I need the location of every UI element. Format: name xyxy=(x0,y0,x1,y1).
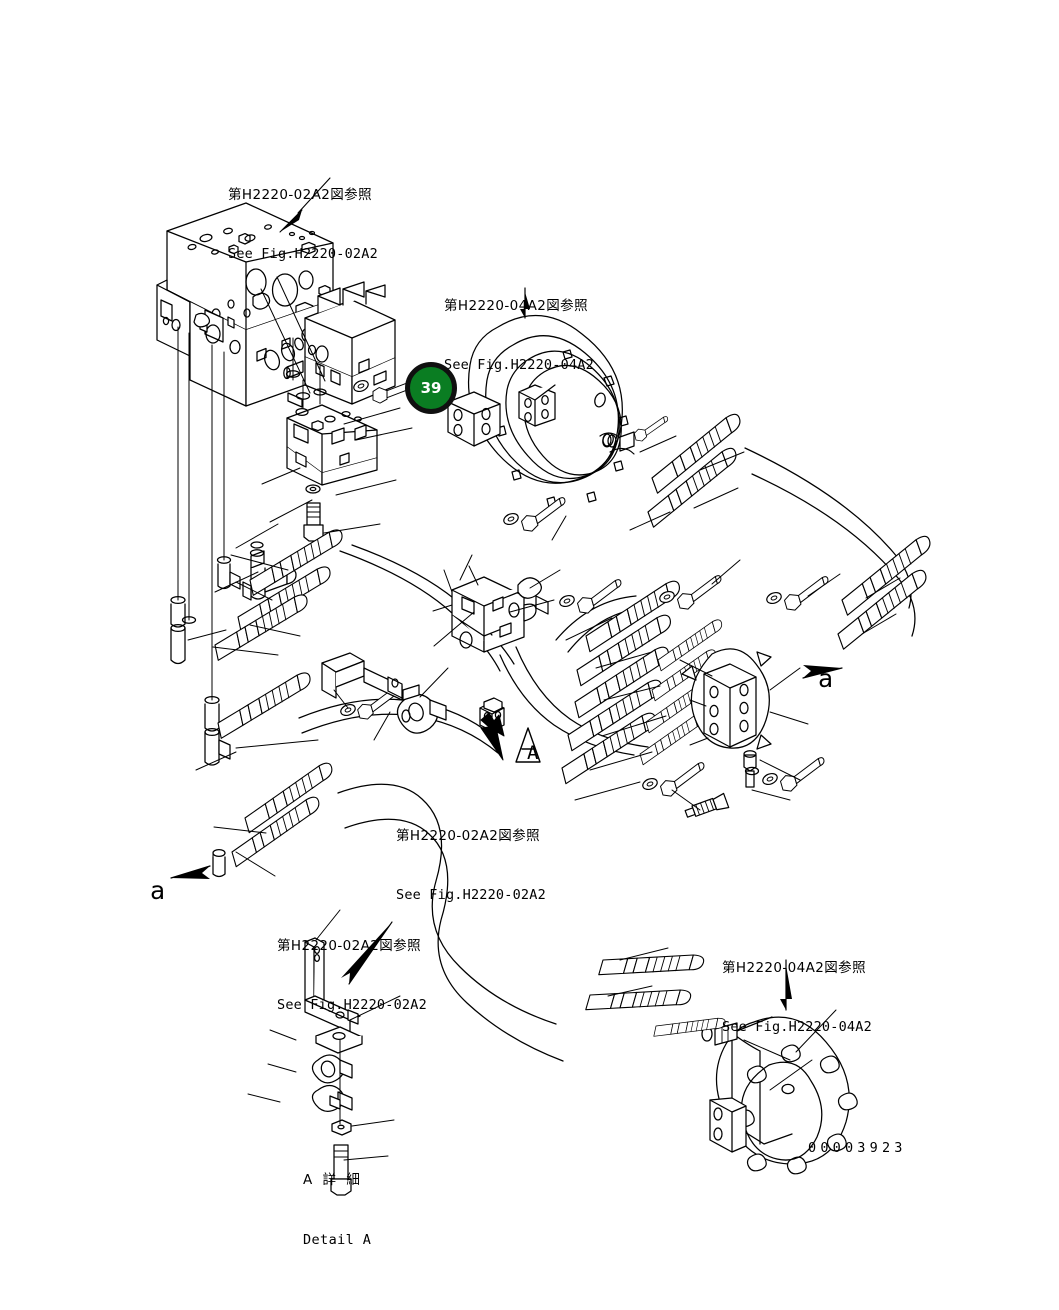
hose-end-group-left-lower xyxy=(223,761,706,1062)
ref-lower-right-en: See Fig.H2220-04A2 xyxy=(722,1018,872,1035)
secondary-manifold-block xyxy=(260,276,378,486)
hose-end-group-left-upper xyxy=(207,528,352,739)
section-arrow-A xyxy=(480,712,541,763)
center-hose-block xyxy=(432,565,549,653)
callout-39-label: 39 xyxy=(420,378,442,397)
detail-A-bracket-assembly xyxy=(304,921,393,1196)
detail-caption: A 詳 細 Detail A xyxy=(303,1130,371,1271)
axle-brake-housing-upper xyxy=(447,287,672,508)
ref-top-left-jp: 第H2220-02A2図参照 xyxy=(228,186,372,203)
left-pin-column xyxy=(170,326,241,766)
ref-top-right: 第H2220-04A2図参照 See Fig.H2220-04A2 xyxy=(444,256,594,395)
ref-mid-center-jp: 第H2220-02A2図参照 xyxy=(396,827,540,844)
hose-manifold-swivel-plate xyxy=(681,648,772,788)
ref-lower-right-jp: 第H2220-04A2図参照 xyxy=(722,959,866,976)
detail-caption-en: Detail A xyxy=(303,1232,372,1249)
section-marker-a-left: a xyxy=(150,876,166,905)
drawing-number: 00003923 xyxy=(808,1140,907,1156)
solenoid-valve-assembly xyxy=(283,281,419,408)
hose-clamp-bracket-mid xyxy=(321,652,447,734)
section-arrow-a-right xyxy=(802,665,843,679)
ref-top-right-en: See Fig.H2220-04A2 xyxy=(444,356,594,373)
bolt-washer-cluster-left xyxy=(303,484,324,542)
ref-top-right-jp: 第H2220-04A2図参照 xyxy=(444,297,588,314)
section-marker-a-right: a xyxy=(818,664,834,693)
ref-lower-left: 第H2220-02A2図参照 See Fig.H2220-02A2 xyxy=(277,896,427,1035)
ref-lower-left-jp: 第H2220-02A2図参照 xyxy=(277,937,421,954)
ref-lower-left-en: See Fig.H2220-02A2 xyxy=(277,996,427,1013)
ref-mid-center-en: See Fig.H2220-02A2 xyxy=(396,886,546,903)
callout-39[interactable]: 39 xyxy=(405,362,457,414)
ref-top-left: 第H2220-02A2図参照 See Fig.H2220-02A2 xyxy=(228,145,378,284)
hose-run-upper-right xyxy=(599,412,945,650)
bolt-washer-cluster-right xyxy=(338,496,835,818)
detail-caption-jp: A 詳 細 xyxy=(303,1172,363,1189)
ref-top-left-en: See Fig.H2220-02A2 xyxy=(228,245,378,262)
leader-lines xyxy=(187,407,901,1161)
section-marker-A-label: A xyxy=(527,742,539,764)
section-arrow-a-left xyxy=(170,848,226,879)
axle-mounting-flange-lower xyxy=(653,959,858,1175)
ref-lower-right: 第H2220-04A2図参照 See Fig.H2220-04A2 xyxy=(722,918,872,1057)
ref-mid-center: 第H2220-02A2図参照 See Fig.H2220-02A2 xyxy=(396,786,546,925)
